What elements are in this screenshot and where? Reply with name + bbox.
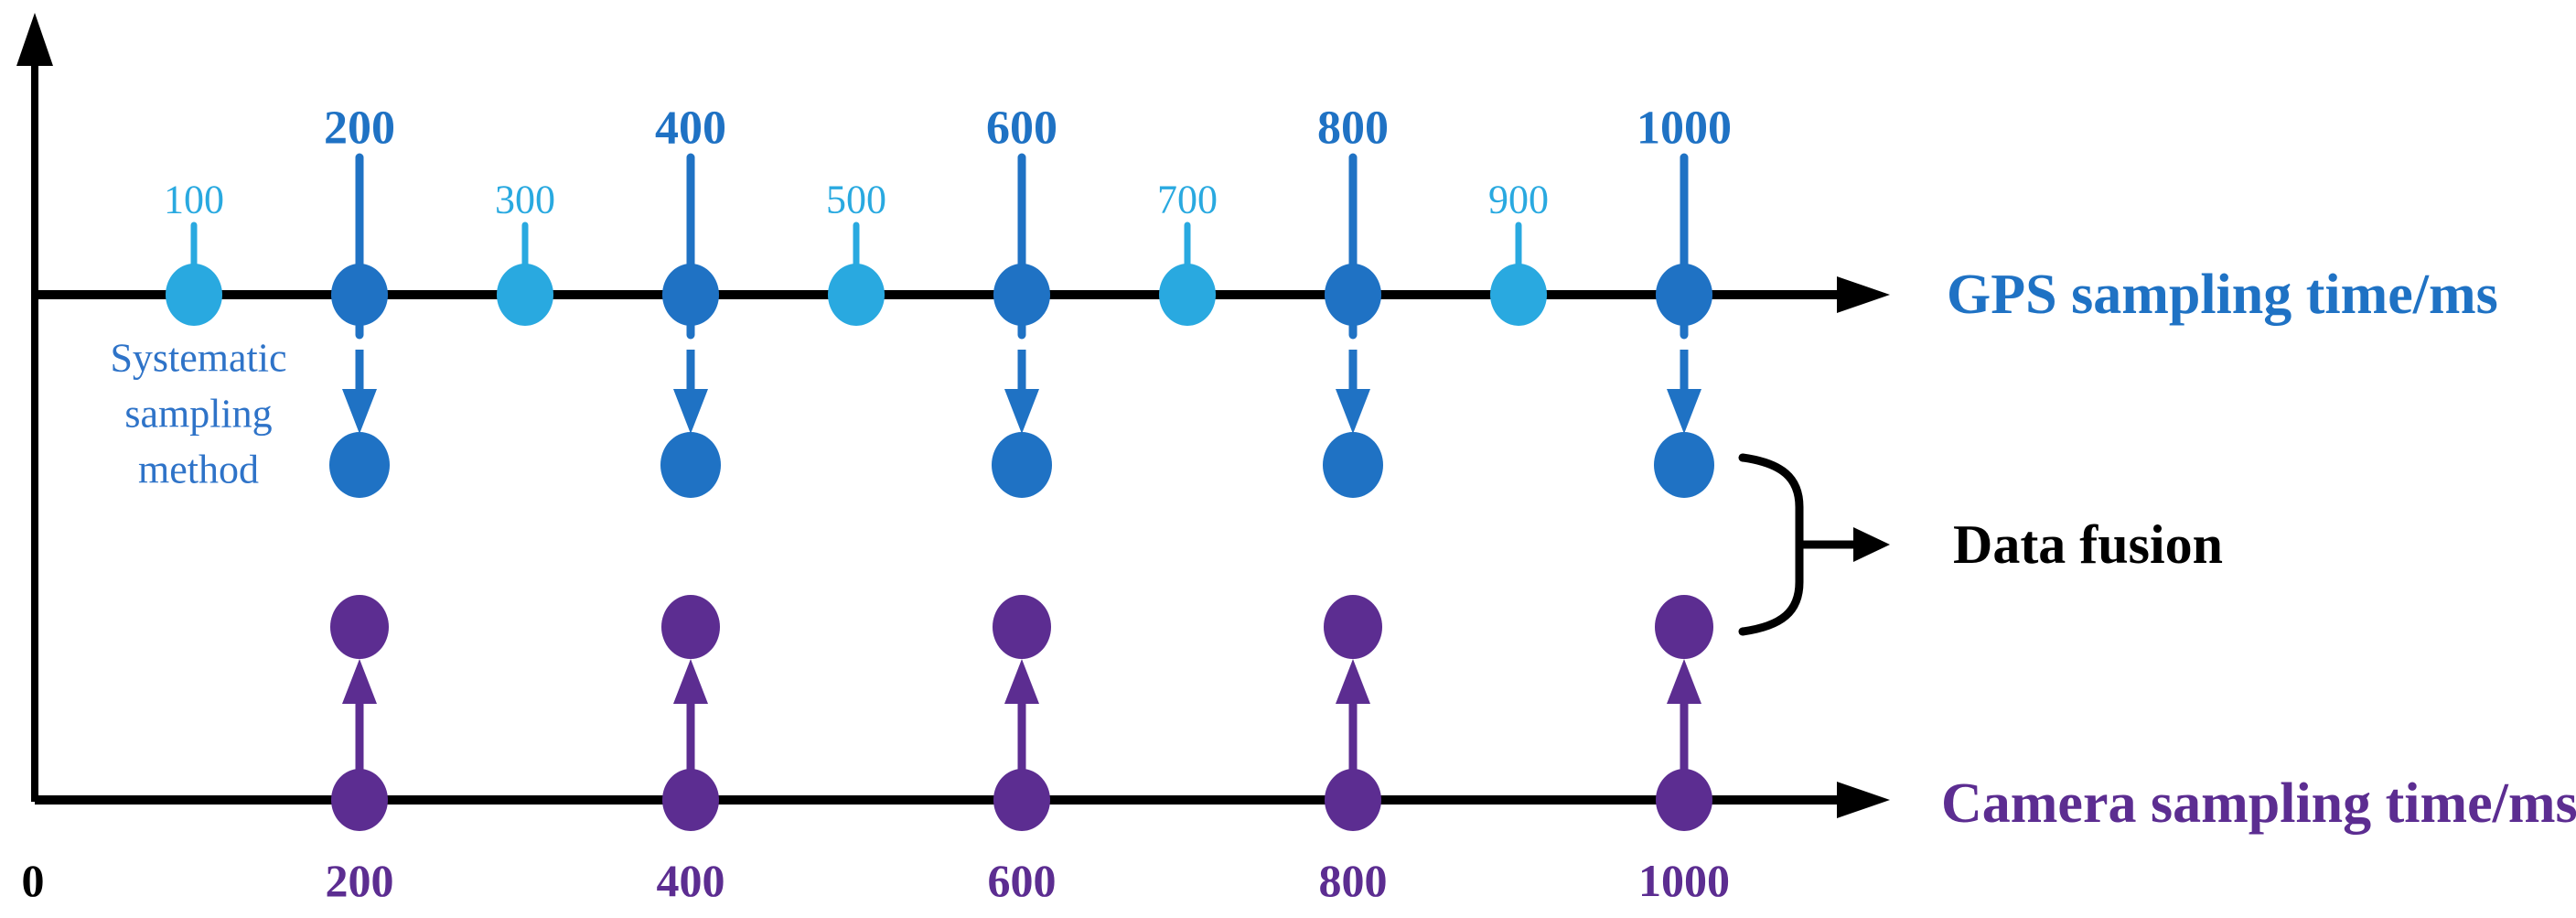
y-axis (16, 13, 53, 802)
gps-sample-dot-major (662, 264, 719, 326)
gps-minor-tick-label: 900 (1488, 178, 1549, 222)
gps-sample-dot-minor (166, 264, 222, 326)
gps-sample-dot-major (1325, 264, 1381, 326)
origin-label: 0 (22, 855, 45, 906)
sampling-note-line: Systematic (110, 336, 286, 381)
camera-sample-arrows (342, 659, 1701, 771)
gps-major-tick-label: 200 (324, 103, 395, 155)
gps-minor-tick-label: 500 (826, 178, 886, 222)
camera-dot (331, 769, 388, 831)
selected-gps-sample-dot (1654, 432, 1714, 498)
gps-axis (35, 276, 1890, 313)
gps-sample-dot-minor (1159, 264, 1216, 326)
gps-major-tick-label: 800 (1317, 103, 1389, 155)
systematic-sample-arrow-icon (342, 389, 377, 434)
camera-dots (331, 769, 1712, 831)
camera-dot (993, 769, 1050, 831)
fused-camera-sample-dot (1324, 595, 1382, 659)
gps-major-tick-label: 600 (986, 103, 1057, 155)
sampling-note-line: method (138, 448, 259, 492)
camera-dot (662, 769, 719, 831)
gps-minor-tick-label: 300 (495, 178, 555, 222)
gps-major-tick-label: 1000 (1637, 103, 1732, 155)
gps-minor-tick-label: 700 (1157, 178, 1218, 222)
fused-camera-sample-dot (661, 595, 720, 659)
camera-tick-label: 200 (326, 855, 394, 906)
camera-dot (1656, 769, 1712, 831)
camera-sample-arrow-icon (1004, 659, 1039, 704)
camera-tick-label: 800 (1319, 855, 1388, 906)
camera-sample-arrow-icon (342, 659, 377, 704)
camera-axis-label: Camera sampling time/ms (1941, 772, 2576, 835)
gps-axis-label: GPS sampling time/ms (1947, 264, 2498, 326)
gps-sample-dot-minor (1490, 264, 1547, 326)
y-axis-arrow-icon (16, 13, 53, 66)
systematic-sample-arrow-icon (1004, 389, 1039, 434)
gps-sample-dot-minor (828, 264, 885, 326)
systematic-sample-arrows (342, 350, 1701, 434)
camera-axis (35, 782, 1890, 818)
systematic-sample-arrow-icon (673, 389, 708, 434)
gps-sample-dot-major (331, 264, 388, 326)
gps-ticks: 100 300 500 700 900 200 400 600 800 1000 (164, 103, 1732, 340)
gps-major-tick-label: 400 (655, 103, 726, 155)
camera-axis-arrow-icon (1837, 782, 1890, 818)
selected-gps-sample-dot (992, 432, 1052, 498)
selected-gps-sample-dot (1323, 432, 1383, 498)
camera-sample-arrow-icon (673, 659, 708, 704)
systematic-sampling-note: Systematic sampling method (110, 336, 286, 492)
camera-dot (1325, 769, 1381, 831)
sampling-note-line: sampling (124, 392, 272, 437)
camera-tick-labels: 200 400 600 800 1000 (326, 855, 1731, 906)
selected-gps-sample-dot (660, 432, 721, 498)
camera-sample-arrow-icon (1667, 659, 1701, 704)
data-fusion-arrow-icon (1853, 527, 1890, 562)
gps-minor-tick-label: 100 (164, 178, 224, 222)
fused-camera-sample-dot (993, 595, 1051, 659)
fused-camera-sample-dots (330, 595, 1713, 659)
fused-camera-sample-dot (330, 595, 389, 659)
selected-gps-sample-dots (329, 432, 1714, 498)
data-fusion-label: Data fusion (1953, 514, 2223, 575)
camera-tick-label: 600 (988, 855, 1057, 906)
brace (1738, 453, 1804, 636)
camera-tick-label: 1000 (1638, 855, 1730, 906)
camera-sample-arrow-icon (1336, 659, 1370, 704)
selected-gps-sample-dot (329, 432, 390, 498)
fusion-brace-group (1738, 453, 1890, 636)
gps-sample-dot-major (1656, 264, 1712, 326)
gps-dots (166, 264, 1712, 326)
gps-axis-arrow-icon (1837, 276, 1890, 313)
gps-sample-dot-major (993, 264, 1050, 326)
fused-camera-sample-dot (1655, 595, 1713, 659)
systematic-sample-arrow-icon (1667, 389, 1701, 434)
camera-tick-label: 400 (657, 855, 725, 906)
gps-sample-dot-minor (497, 264, 553, 326)
systematic-sample-arrow-icon (1336, 389, 1370, 434)
